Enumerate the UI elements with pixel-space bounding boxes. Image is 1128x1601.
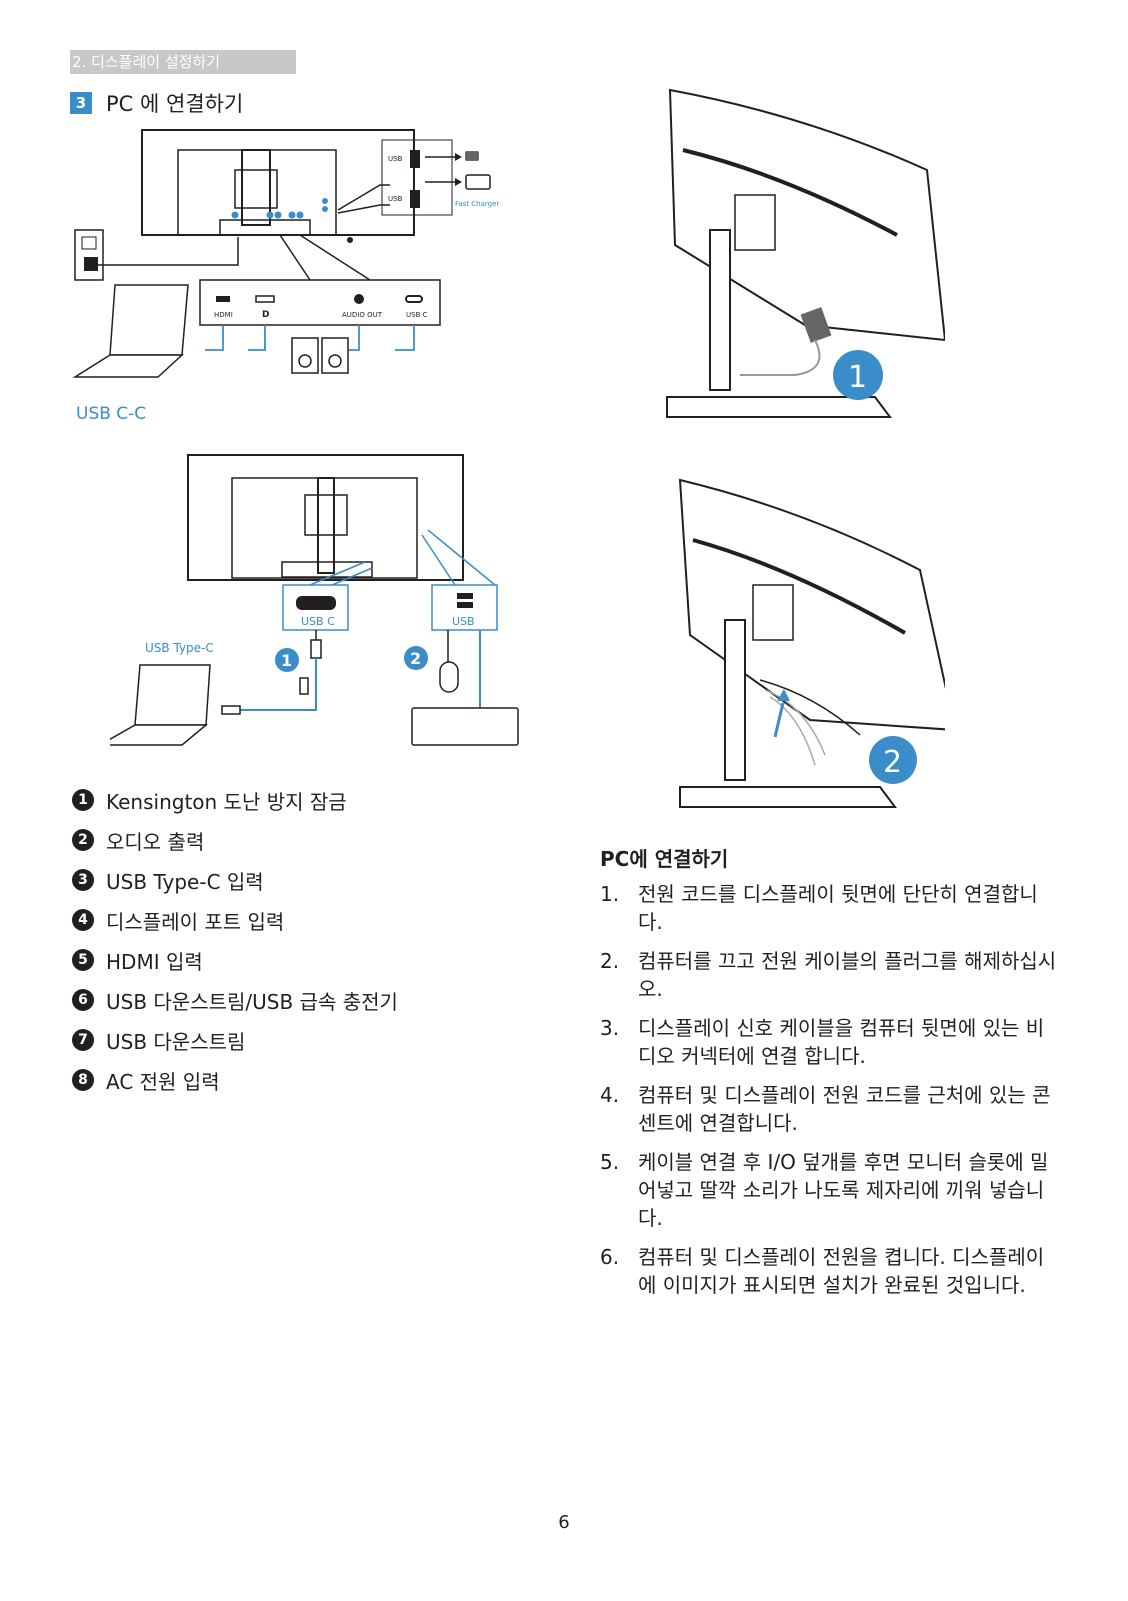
step-item: 5. 케이블 연결 후 I/O 덮개를 후면 모니터 슬롯에 밀어넣고 딸깍 소리… (600, 1148, 1060, 1232)
monitor-rear-illustration-1: 1 (666, 88, 945, 418)
step-title: PC 에 연결하기 (106, 92, 244, 116)
usb-label-1: USB (388, 155, 403, 163)
usb-label-2: USB (388, 195, 403, 203)
legend-item: 2 오디오 출력 (72, 820, 398, 860)
legend-item: 6 USB 다운스트림/USB 급속 충전기 (72, 980, 398, 1020)
callout-1: 1 (281, 651, 292, 670)
connection-diagram: USB USB Fast Charger HDMI D AUDIO OUT US… (72, 129, 499, 378)
legend-item: 8 AC 전원 입력 (72, 1060, 398, 1100)
step-number-badge: 3 (70, 92, 92, 114)
legend-item: 4 디스플레이 포트 입력 (72, 900, 398, 940)
legend-label: USB 다운스트림/USB 급속 충전기 (106, 989, 398, 1014)
legend-item: 7 USB 다운스트림 (72, 1020, 398, 1060)
legend-label: USB 다운스트림 (106, 1029, 246, 1054)
step-num: 4. (600, 1083, 620, 1107)
step-item: 4. 컴퓨터 및 디스플레이 전원 코드를 근처에 있는 콘센트에 연결합니다. (600, 1081, 1060, 1137)
legend-number: 6 (72, 989, 94, 1011)
page-number: 6 (558, 1512, 570, 1533)
step-num: 2. (600, 949, 620, 973)
legend-number: 3 (72, 869, 94, 891)
step-text: 컴퓨터 및 디스플레이 전원을 켭니다. 디스플레이에 이미지가 표시되면 설치… (638, 1245, 1045, 1297)
step-num: 5. (600, 1150, 620, 1174)
legend-item: 3 USB Type-C 입력 (72, 860, 398, 900)
fast-charger-label: Fast Charger (455, 200, 499, 208)
port-dp-label: D (262, 310, 269, 320)
legend-number: 1 (72, 789, 94, 811)
step-text: 전원 코드를 디스플레이 뒷면에 단단히 연결합니다. (638, 882, 1038, 934)
steps-title: PC에 연결하기 (600, 847, 729, 871)
step-text: 케이블 연결 후 I/O 덮개를 후면 모니터 슬롯에 밀어넣고 딸깍 소리가 … (638, 1150, 1049, 1230)
port-usbc-label: USB C (406, 311, 428, 319)
callout-2: 2 (410, 649, 421, 668)
legend-number: 7 (72, 1029, 94, 1051)
step-item: 1. 전원 코드를 디스플레이 뒷면에 단단히 연결합니다. (600, 880, 1060, 936)
legend-number: 2 (72, 829, 94, 851)
legend-item: 5 HDMI 입력 (72, 940, 398, 980)
usb-type-c-label: USB Type-C (145, 641, 214, 655)
legend-number: 8 (72, 1069, 94, 1091)
legend-label: HDMI 입력 (106, 949, 203, 974)
legend-label: 오디오 출력 (106, 829, 205, 854)
step-text: 컴퓨터를 끄고 전원 케이블의 플러그를 해제하십시오. (638, 949, 1057, 1001)
usb-c-box-label: USB C (301, 615, 335, 628)
photo-callout-1: 1 (848, 360, 867, 395)
step-item: 3. 디스플레이 신호 케이블을 컴퓨터 뒷면에 있는 비디오 커넥터에 연결 합… (600, 1014, 1060, 1070)
step-num: 6. (600, 1245, 620, 1269)
step-text: 디스플레이 신호 케이블을 컴퓨터 뒷면에 있는 비디오 커넥터에 연결 합니다… (638, 1016, 1045, 1068)
legend-number: 4 (72, 909, 94, 931)
step-num: 3. (600, 1016, 620, 1040)
usb-c-diagram: USB C USB USB Type-C 1 2 (110, 454, 519, 746)
port-legend: 1 Kensington 도난 방지 잠금 2 오디오 출력 3 USB Type-C… (72, 780, 398, 1100)
monitor-rear-illustration-2: 2 (678, 478, 945, 808)
section-tag: 2. 디스플레이 설정하기 (70, 50, 296, 74)
legend-number: 5 (72, 949, 94, 971)
step-num: 1. (600, 882, 620, 906)
legend-item: 1 Kensington 도난 방지 잠금 (72, 780, 398, 820)
step-item: 6. 컴퓨터 및 디스플레이 전원을 켭니다. 디스플레이에 이미지가 표시되면 … (600, 1243, 1060, 1299)
port-hdmi-label: HDMI (214, 311, 233, 319)
usb-cc-caption: USB C-C (76, 404, 147, 424)
photo-callout-2: 2 (883, 745, 902, 780)
usb-box-label: USB (452, 615, 475, 628)
steps-list: 1. 전원 코드를 디스플레이 뒷면에 단단히 연결합니다. 2. 컴퓨터를 끄고 … (600, 880, 1060, 1310)
port-audio-label: AUDIO OUT (342, 311, 383, 319)
legend-label: USB Type-C 입력 (106, 869, 264, 894)
step-heading: 3 PC 에 연결하기 (70, 88, 243, 118)
step-text: 컴퓨터 및 디스플레이 전원 코드를 근처에 있는 콘센트에 연결합니다. (638, 1083, 1051, 1135)
legend-label: AC 전원 입력 (106, 1069, 220, 1094)
step-item: 2. 컴퓨터를 끄고 전원 케이블의 플러그를 해제하십시오. (600, 947, 1060, 1003)
legend-label: 디스플레이 포트 입력 (106, 909, 285, 934)
legend-label: Kensington 도난 방지 잠금 (106, 789, 347, 814)
